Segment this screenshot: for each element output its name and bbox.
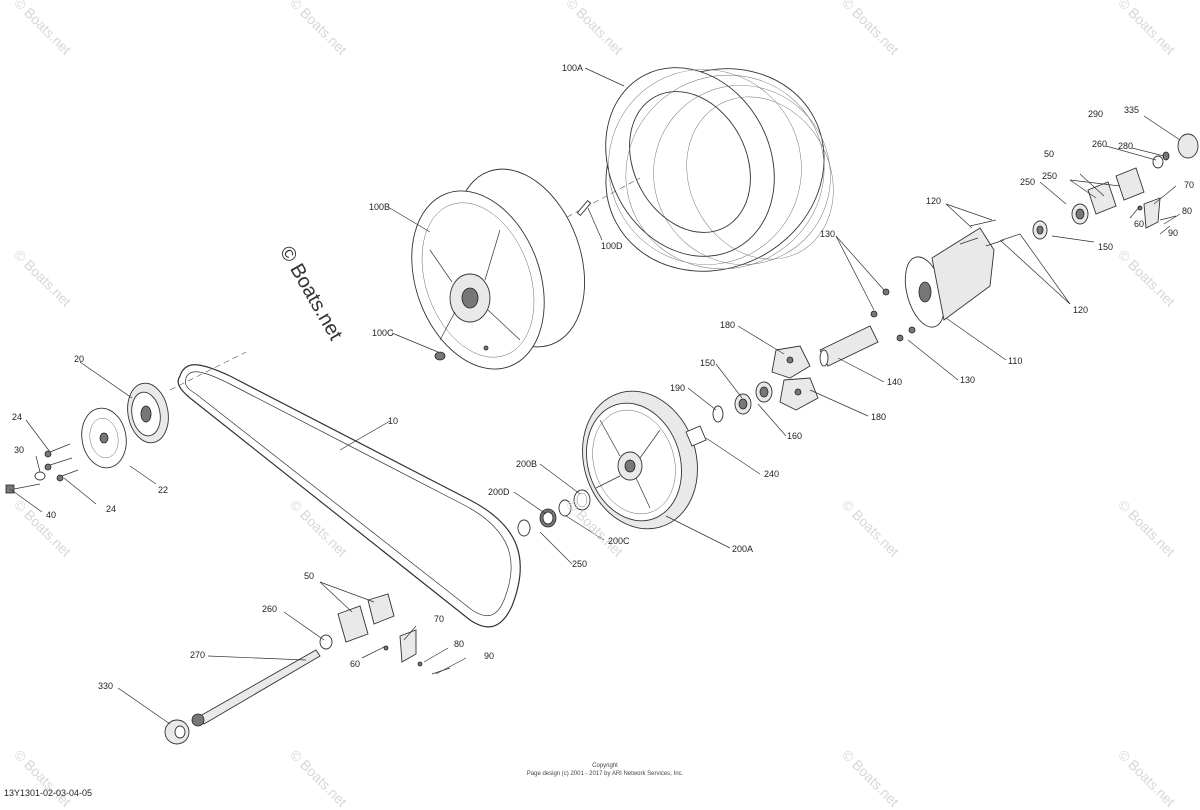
callout-200D[interactable]: 200D: [488, 487, 510, 497]
callout-100C[interactable]: 100C: [372, 328, 394, 338]
callout-160[interactable]: 160: [787, 431, 803, 441]
callout-10[interactable]: 10: [388, 416, 399, 426]
callout-100B[interactable]: 100B: [369, 202, 391, 212]
tire-100A[interactable]: [570, 31, 862, 309]
callout-250[interactable]: 250: [1042, 171, 1058, 181]
callout-20[interactable]: 20: [74, 354, 85, 364]
bearing-250-150[interactable]: [1032, 203, 1089, 240]
callout-130[interactable]: 130: [820, 229, 836, 239]
adjuster-blocks-50-right[interactable]: [1087, 167, 1145, 215]
callout-190[interactable]: 190: [670, 383, 686, 393]
rings-200B-200C-200D-250[interactable]: [517, 489, 591, 537]
hub-parts-150-160-190-240[interactable]: [685, 381, 773, 447]
drive-belt-10[interactable]: [169, 351, 521, 628]
pulley-flange-22[interactable]: [77, 405, 131, 472]
callout-200A[interactable]: 200A: [732, 544, 754, 554]
callout-280[interactable]: 280: [1118, 141, 1134, 151]
callout-24[interactable]: 24: [106, 504, 117, 514]
callout-335[interactable]: 335: [1124, 105, 1140, 115]
valve-100D[interactable]: [557, 177, 641, 223]
callout-80[interactable]: 80: [1182, 206, 1193, 216]
spacer-tube-140[interactable]: [819, 325, 879, 367]
bolts-60-80-90[interactable]: [383, 645, 451, 675]
callout-70[interactable]: 70: [434, 614, 445, 624]
cush-drive-180[interactable]: [771, 345, 819, 411]
bolts-130[interactable]: [870, 288, 916, 342]
copyright-line: Page design (c) 2001 - 2017 by ARI Netwo…: [526, 771, 684, 778]
washer-260[interactable]: [319, 634, 333, 650]
callout-90[interactable]: 90: [1168, 228, 1179, 238]
callout-290[interactable]: 290: [1088, 109, 1104, 119]
callout-50[interactable]: 50: [1044, 149, 1055, 159]
callout-330[interactable]: 330: [98, 681, 114, 691]
wheel-sprocket-200A[interactable]: [565, 376, 715, 544]
callout-24[interactable]: 24: [12, 412, 23, 422]
callout-110[interactable]: 110: [1008, 356, 1023, 366]
washers-260-280-290-335[interactable]: [1152, 133, 1199, 169]
callout-120[interactable]: 120: [1073, 305, 1089, 315]
callout-40[interactable]: 40: [46, 510, 57, 520]
callout-150[interactable]: 150: [1098, 242, 1114, 252]
callout-140[interactable]: 140: [887, 377, 903, 387]
drive-sprocket-20[interactable]: [123, 380, 173, 446]
nut-330[interactable]: [164, 719, 190, 745]
leader-lines: [9, 67, 1181, 725]
callout-90[interactable]: 90: [484, 651, 495, 661]
callout-80[interactable]: 80: [454, 639, 465, 649]
callout-250[interactable]: 250: [1020, 177, 1036, 187]
callout-100D[interactable]: 100D: [601, 241, 623, 251]
callout-180[interactable]: 180: [871, 412, 887, 422]
wheel-hub-110[interactable]: [898, 227, 995, 331]
callout-180[interactable]: 180: [720, 320, 736, 330]
callout-70[interactable]: 70: [1184, 180, 1195, 190]
callout-100A[interactable]: 100A: [562, 63, 584, 73]
diagram-code: 13Y1301-02-03-04-05: [4, 788, 93, 798]
callout-130[interactable]: 130: [960, 375, 976, 385]
copyright-title: Copyright: [592, 763, 618, 769]
callout-260[interactable]: 260: [262, 604, 278, 614]
callout-250[interactable]: 250: [572, 559, 588, 569]
callout-260[interactable]: 260: [1092, 139, 1108, 149]
callout-60[interactable]: 60: [350, 659, 361, 669]
callout-120[interactable]: 120: [926, 196, 942, 206]
callout-22[interactable]: 22: [158, 485, 169, 495]
callout-60[interactable]: 60: [1134, 219, 1145, 229]
callout-240[interactable]: 240: [764, 469, 780, 479]
callout-200C[interactable]: 200C: [608, 536, 630, 546]
copyright-notice: Copyright Page design (c) 2001 - 2017 by…: [520, 762, 690, 778]
callout-270[interactable]: 270: [190, 650, 206, 660]
callout-50[interactable]: 50: [304, 571, 315, 581]
callout-30[interactable]: 30: [14, 445, 25, 455]
axle-270[interactable]: [191, 649, 321, 727]
adjuster-blocks-50-left[interactable]: [337, 593, 395, 643]
callout-200B[interactable]: 200B: [516, 459, 538, 469]
rim-100B[interactable]: [388, 151, 608, 388]
callout-150[interactable]: 150: [700, 358, 716, 368]
